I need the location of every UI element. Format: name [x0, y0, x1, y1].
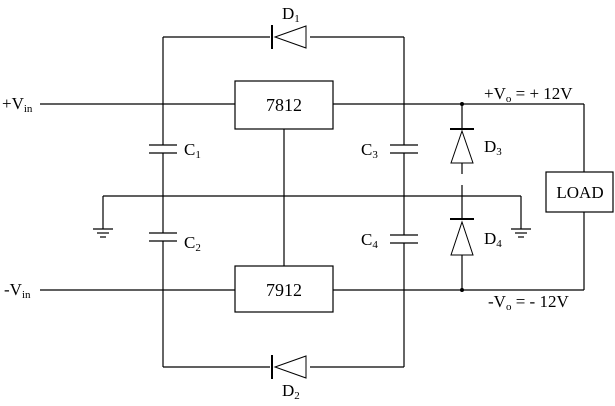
vin-negative-label: -Vin	[4, 280, 31, 301]
regulator-7812-label: 7812	[266, 95, 302, 115]
diode-d2: D2	[271, 355, 307, 402]
regulator-7912-label: 7912	[266, 280, 302, 300]
capacitor-c4: C4	[361, 230, 418, 251]
junction-dots	[460, 102, 464, 292]
ground-icon-right	[511, 228, 531, 238]
diode-d4: D4	[450, 218, 502, 256]
d2-label: D2	[282, 381, 300, 402]
c1-label: C1	[184, 140, 201, 161]
c3-label: C3	[361, 140, 378, 161]
capacitor-c1: C1	[149, 140, 201, 161]
vo-negative-label: -Vo = - 12V	[488, 292, 569, 313]
c2-label: C2	[184, 233, 201, 254]
c4-label: C4	[361, 230, 378, 251]
wires	[40, 36, 585, 368]
d3-label: D3	[484, 137, 502, 158]
vo-positive-label: +Vo = + 12V	[484, 84, 573, 105]
d1-label: D1	[282, 4, 300, 25]
diode-d3: D3	[450, 128, 502, 164]
load-box: LOAD	[545, 171, 614, 213]
ground-icon-left	[93, 228, 113, 238]
d4-label: D4	[484, 229, 502, 250]
capacitor-c2: C2	[149, 232, 201, 254]
regulator-7812: 7812	[234, 80, 334, 130]
load-label: LOAD	[556, 183, 603, 202]
regulator-7912: 7912	[234, 265, 334, 313]
capacitor-c3: C3	[361, 140, 418, 161]
diode-d1: D1	[271, 4, 307, 49]
vin-positive-label: +Vin	[2, 94, 33, 115]
